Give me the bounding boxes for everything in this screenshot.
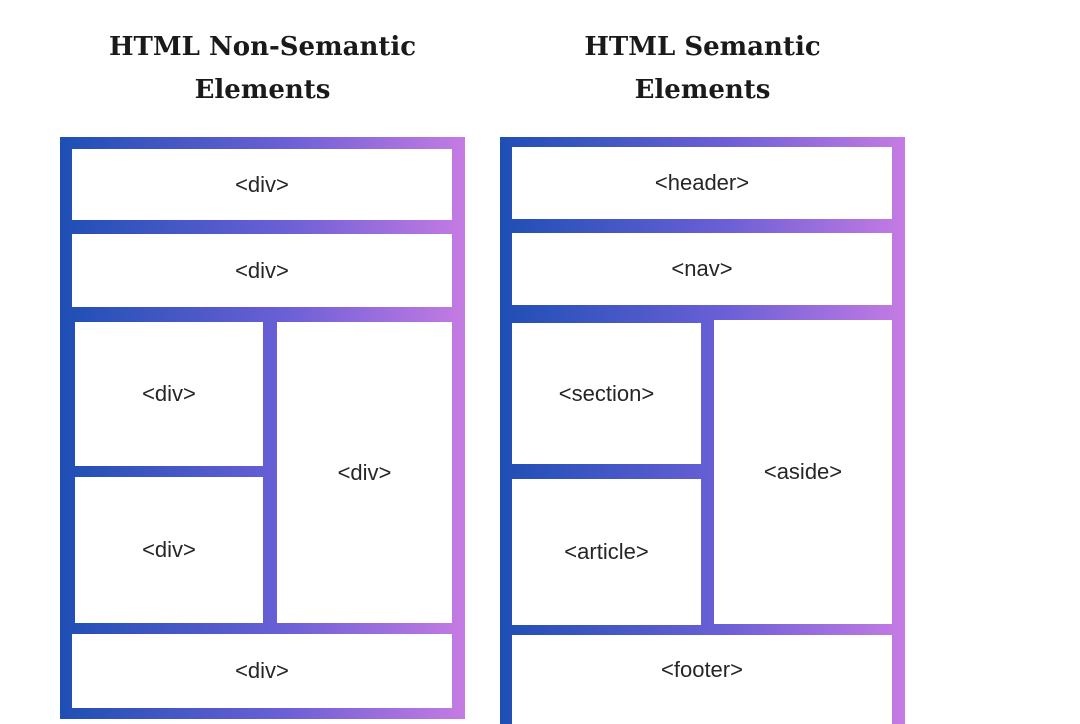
non-semantic-title-line2: Elements xyxy=(194,75,331,105)
article-block: <article> xyxy=(512,479,701,625)
section-block: <section> xyxy=(512,323,701,464)
aside-block: <aside> xyxy=(714,320,892,624)
div-block-bottom: <div> xyxy=(72,634,452,708)
non-semantic-layout-diagram: <div> <div> <div> <div> <div> <div> xyxy=(60,137,465,719)
div-block-middle-left-bottom: <div> xyxy=(75,477,263,623)
div-block-top: <div> xyxy=(72,149,452,220)
nav-block: <nav> xyxy=(512,233,892,305)
non-semantic-title-line1: HTML Non-Semantic xyxy=(108,32,417,62)
semantic-layout-diagram: <header> <nav> <section> <article> <asid… xyxy=(500,137,905,724)
semantic-title-line1: HTML Semantic xyxy=(584,32,821,62)
footer-block: <footer> xyxy=(512,635,892,724)
header-block: <header> xyxy=(512,147,892,219)
non-semantic-title: HTML Non-Semantic Elements xyxy=(60,26,465,112)
div-block-second: <div> xyxy=(72,234,452,307)
div-block-middle-left-top: <div> xyxy=(75,322,263,466)
semantic-title: HTML Semantic Elements xyxy=(500,26,905,112)
div-block-right-column: <div> xyxy=(277,322,452,623)
semantic-title-line2: Elements xyxy=(634,75,771,105)
